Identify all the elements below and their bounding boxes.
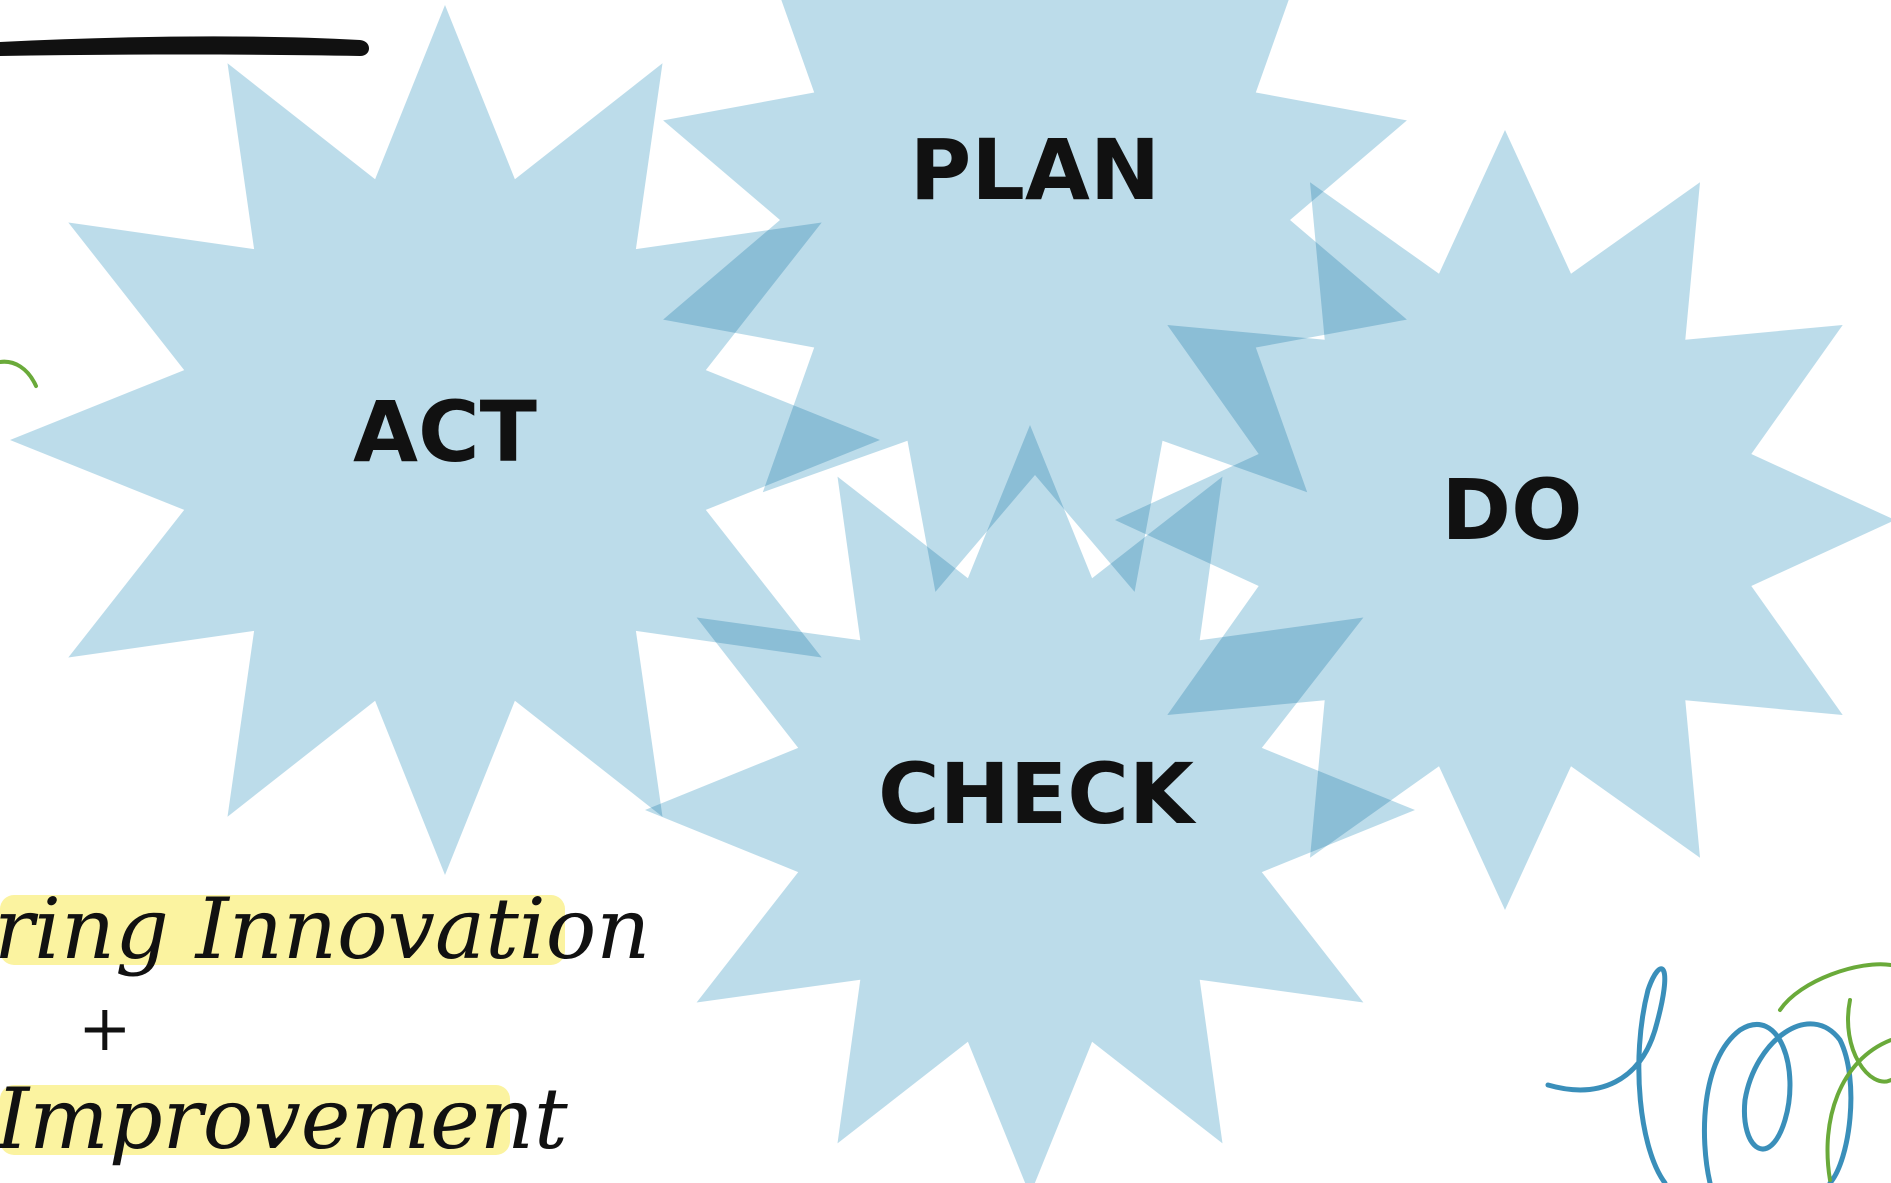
plan-burst: [663, 0, 1407, 592]
do-burst: [1115, 130, 1891, 910]
plan-label: PLAN: [910, 121, 1160, 219]
check-burst: [645, 425, 1415, 1183]
caption-highlight-1: [0, 895, 565, 965]
blue-scribble-loops: [1545, 966, 1854, 1183]
check-label: CHECK: [878, 745, 1197, 843]
act-label: ACT: [353, 383, 537, 481]
green-scribble-loops: [1778, 962, 1891, 1182]
caption-line-2: Improvement: [0, 1070, 568, 1168]
do-label: DO: [1441, 461, 1582, 559]
caption-highlight-2: [0, 1085, 510, 1155]
burst-group: [10, 0, 1891, 1183]
marker-stroke: [0, 36, 369, 56]
act-burst: [10, 5, 880, 875]
caption-line-1: ring Innovation: [0, 880, 650, 978]
green-scribble-left: [0, 359, 38, 388]
caption-plus: +: [78, 992, 132, 1066]
